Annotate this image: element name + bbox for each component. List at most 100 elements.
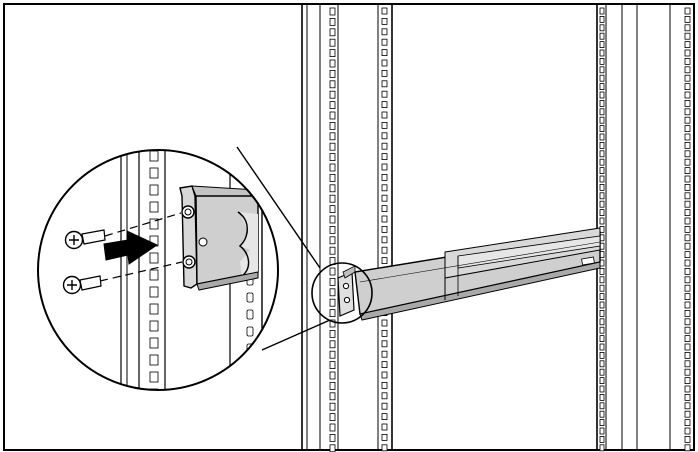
detail-rack-holes-left [149,150,159,390]
rack-hole [381,153,388,161]
rack-hole [329,413,336,422]
rack-hole [684,267,691,275]
rack-hole [684,234,691,242]
rack-hole [684,7,691,15]
rack-hole [684,377,691,385]
rack-hole [329,319,336,328]
rack-hole [329,236,336,245]
callout-line-upper [236,146,321,269]
rack-hole [599,427,605,435]
rack-hole [684,427,691,435]
rack-hole [599,301,605,309]
rack-hole [599,343,605,351]
rack-hole [599,66,605,74]
rack-hole [329,402,336,411]
rack-holes-front-right [381,7,388,452]
rack-hole [684,158,691,166]
rack-hole [684,192,691,200]
rack-hole [599,175,605,183]
rack-holes-rear-left [599,7,605,452]
rack-hole [684,225,691,233]
rack-hole [329,288,336,297]
rack-hole [599,192,605,200]
rack-hole [599,435,605,443]
rack-hole [684,167,691,175]
rack-hole [684,100,691,107]
rack-hole [684,276,691,284]
rack-hole [329,59,336,68]
rack-hole [329,173,336,182]
rack-hole [149,252,159,264]
rack-hole [381,340,388,348]
callout-line-lower [261,319,331,351]
detail-bracket [179,185,259,291]
rack-hole [684,91,691,99]
rack-hole [381,163,388,171]
rack-hole [599,24,605,32]
rack-hole [684,66,691,74]
rack-hole [329,381,336,390]
rack-hole [381,132,388,140]
detail-locator-circle [311,262,373,324]
rack-hole [684,116,691,124]
rack-hole [599,133,605,141]
rack-hole [329,444,336,452]
rack-hole [381,38,388,46]
rack-hole [381,413,388,421]
rack-hole [381,59,388,67]
rack-hole [599,284,605,292]
rack-hole [149,303,159,315]
rack-hole [329,361,336,370]
rack-hole [149,354,159,366]
rack-hole [246,326,254,337]
rack-hole [684,293,691,301]
rack-hole [381,184,388,192]
rack-hole [329,205,336,214]
rack-hole [684,402,691,410]
rack-hole [381,246,388,254]
rack-hole [381,350,388,358]
rack-hole [329,38,336,47]
rack-hole [684,74,691,82]
rack-hole [684,318,691,326]
rack-hole [149,286,159,298]
rack-hole [684,150,691,158]
rack-hole [684,83,691,90]
rack-hole [381,236,388,244]
rack-hole [381,122,388,129]
rack-hole [599,108,605,116]
rack-hole [599,335,605,343]
rack-hole [599,74,605,82]
rack-hole [381,142,388,150]
rack-hole [329,122,336,130]
rack-hole [381,7,388,15]
rack-hole [599,293,605,301]
rack-hole [599,7,605,15]
rack-hole [149,320,159,332]
rack-holes-rear-right [684,7,691,452]
rack-hole [381,28,388,36]
rack-hole [599,267,605,275]
rack-hole [329,340,336,349]
rack-hole [381,173,388,181]
rack-hole [381,329,388,337]
rack-hole [329,433,336,442]
rack-hole [246,292,254,303]
rack-hole [684,108,691,116]
rack-hole [381,49,388,56]
rack-hole [381,17,388,25]
rack-hole [684,24,691,32]
guide-line-upper [104,212,182,237]
rack-hole [329,132,336,141]
rack-hole [684,301,691,309]
rack-hole [149,269,159,281]
rack-hole [329,371,336,380]
rack-hole [329,70,336,78]
rack-hole [599,100,605,107]
rack-hole [684,259,691,267]
rack-hole [684,284,691,292]
rack-hole [149,201,159,213]
rack-hole [381,402,388,410]
